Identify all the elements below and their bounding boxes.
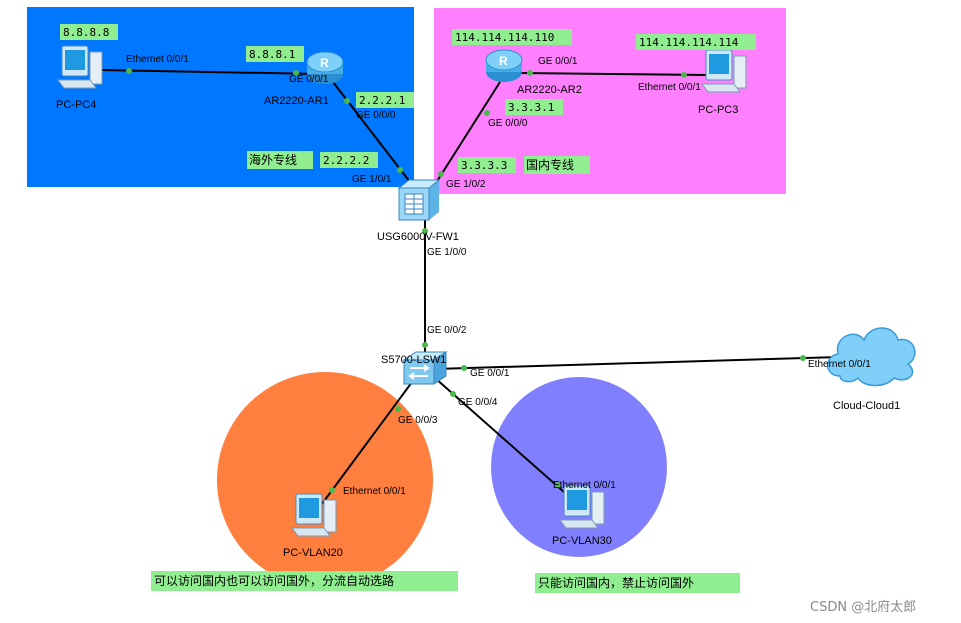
port-dot — [484, 110, 490, 116]
port-dot — [422, 228, 428, 234]
ip-label-bg — [356, 92, 414, 108]
vlan30-zone — [491, 377, 667, 557]
ip-ar2-g000: 3.3.3.1 — [508, 101, 554, 114]
port-dot — [395, 406, 401, 412]
port-dot — [438, 171, 444, 177]
port-pc4-eth: Ethernet 0/0/1 — [126, 54, 189, 65]
svg-text:R: R — [499, 54, 508, 68]
link-lsw1-cloud1 — [434, 356, 841, 370]
link-ar2-pc3 — [517, 72, 709, 76]
port-dot — [397, 167, 403, 173]
overseas-line-label: 海外专线 — [249, 152, 297, 167]
port-dot — [527, 70, 533, 76]
device-label-vlan20: PC-VLAN20 — [283, 547, 343, 559]
cloud-icon[interactable] — [827, 327, 916, 387]
port-fw-g100: GE 1/0/0 — [427, 247, 467, 258]
firewall-icon[interactable] — [397, 179, 441, 221]
device-label-pc4: PC-PC4 — [56, 99, 96, 111]
ip-label-bg — [246, 46, 304, 62]
ip-label-bg — [636, 34, 756, 50]
port-lsw-g001: GE 0/0/1 — [470, 368, 510, 379]
ip-ar1-g001: 8.8.8.1 — [249, 48, 295, 61]
port-ar2-g001: GE 0/0/1 — [538, 56, 578, 67]
port-dot — [800, 355, 806, 361]
ip-label-bg — [60, 24, 118, 40]
ip-fw-g102: 3.3.3.3 — [461, 159, 507, 172]
port-dot — [329, 487, 335, 493]
switch-icon[interactable] — [402, 351, 448, 385]
port-cloud-eth: Ethernet 0/0/1 — [808, 359, 871, 370]
note-bg — [524, 156, 590, 174]
ip-pc3: 114.114.114.114 — [639, 36, 739, 49]
ip-label-bg — [458, 157, 516, 173]
device-label-fw1: USG6000V-FW1 — [377, 231, 459, 243]
device-label-ar2: AR2220-AR2 — [517, 84, 582, 96]
ip-pc4: 8.8.8.8 — [63, 26, 109, 39]
device-label-pc3: PC-PC3 — [698, 104, 738, 116]
port-ar1-g000: GE 0/0/0 — [356, 110, 396, 121]
router-icon[interactable]: R — [306, 51, 344, 84]
device-label-cloud1: Cloud-Cloud1 — [833, 400, 900, 412]
svg-text:R: R — [320, 56, 329, 70]
port-lsw-g004: GE 0/0/4 — [458, 397, 498, 408]
note-bg — [151, 571, 458, 591]
port-dot — [555, 482, 561, 488]
ip-ar2-g001: 114.114.114.110 — [455, 31, 554, 44]
port-fw-g102: GE 1/0/2 — [446, 179, 486, 190]
ip-ar1-g000: 2.2.2.1 — [359, 94, 405, 107]
port-dot — [293, 70, 299, 76]
ip-label-bg — [320, 152, 378, 168]
note-bg — [247, 151, 313, 169]
port-vlan30-eth: Ethernet 0/0/1 — [553, 480, 616, 491]
port-pc3-eth: Ethernet 0/0/1 — [638, 82, 701, 93]
port-dot — [450, 391, 456, 397]
link-ar2-fw1 — [433, 81, 501, 187]
link-lsw1-vlan30 — [434, 377, 574, 501]
port-fw-g101: GE 1/0/1 — [352, 174, 392, 185]
router-icon[interactable]: R — [485, 49, 523, 82]
port-lsw-g002: GE 0/0/2 — [427, 325, 467, 336]
vlan20-note: 可以访问国内也可以访问国外，分流自动选路 — [154, 573, 394, 588]
link-pc4-ar1 — [99, 69, 321, 75]
pc-icon[interactable] — [291, 493, 337, 537]
ip-fw-g101: 2.2.2.2 — [323, 154, 369, 167]
watermark: CSDN @北府太郎 — [810, 600, 916, 615]
pc-icon[interactable] — [701, 49, 747, 93]
port-ar2-g000: GE 0/0/0 — [488, 118, 528, 129]
port-dot — [681, 72, 687, 78]
ip-label-bg — [505, 99, 563, 115]
pc-icon[interactable] — [57, 45, 103, 89]
domestic-line-label: 国内专线 — [526, 157, 574, 172]
vlan30-note: 只能访问国内，禁止访问国外 — [538, 576, 694, 590]
device-label-vlan30: PC-VLAN30 — [552, 535, 612, 547]
port-lsw-g003: GE 0/0/3 — [398, 415, 438, 426]
port-dot — [126, 68, 132, 74]
ip-label-bg — [452, 29, 572, 45]
pc-icon[interactable] — [559, 485, 605, 529]
device-label-ar1: AR2220-AR1 — [264, 95, 329, 107]
port-dot — [461, 365, 467, 371]
port-dot — [344, 98, 350, 104]
port-ar1-g001: GE 0/0/1 — [289, 74, 329, 85]
note-bg — [535, 573, 740, 593]
device-label-lsw1: S5700-LSW1 — [381, 354, 446, 366]
port-dot — [422, 342, 428, 348]
port-vlan20-eth: Ethernet 0/0/1 — [343, 486, 406, 497]
